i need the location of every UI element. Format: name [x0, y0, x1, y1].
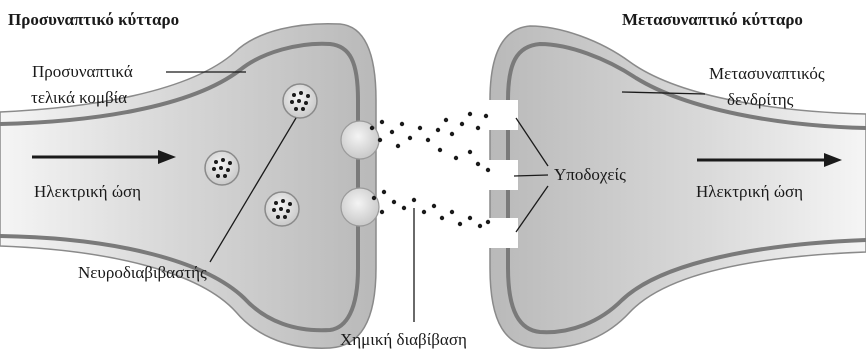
electrical-impulse-left-label: Ηλεκτρική ώση [34, 182, 141, 202]
chemical-transmission-label: Χημική διαβίβαση [340, 330, 467, 350]
presynaptic-terminals-label-line2: τελικά κομβία [31, 88, 127, 108]
postsynaptic-dendrite-label-line2: δενδρίτης [727, 90, 793, 110]
receptors-label: Υποδοχείς [554, 165, 626, 185]
presynaptic-cell-title: Προσυναπτικό κύτταρο [8, 10, 179, 30]
electrical-impulse-right-label: Ηλεκτρική ώση [696, 182, 803, 202]
neurotransmitter-label: Νευροδιαβιβαστής [78, 263, 207, 283]
receptor-middle [488, 160, 518, 190]
postsynaptic-cell-title: Μετασυναπτικό κύτταρο [622, 10, 803, 30]
cleft-neurotransmitter-dots [370, 112, 490, 228]
presynaptic-terminals-label-line1: Προσυναπτικά [32, 62, 133, 82]
receptor-lower [488, 218, 518, 248]
postsynaptic-dendrite-label-line1: Μετασυναπτικός [709, 64, 825, 84]
receptor-upper [488, 100, 518, 130]
release-site-lower [341, 188, 379, 226]
